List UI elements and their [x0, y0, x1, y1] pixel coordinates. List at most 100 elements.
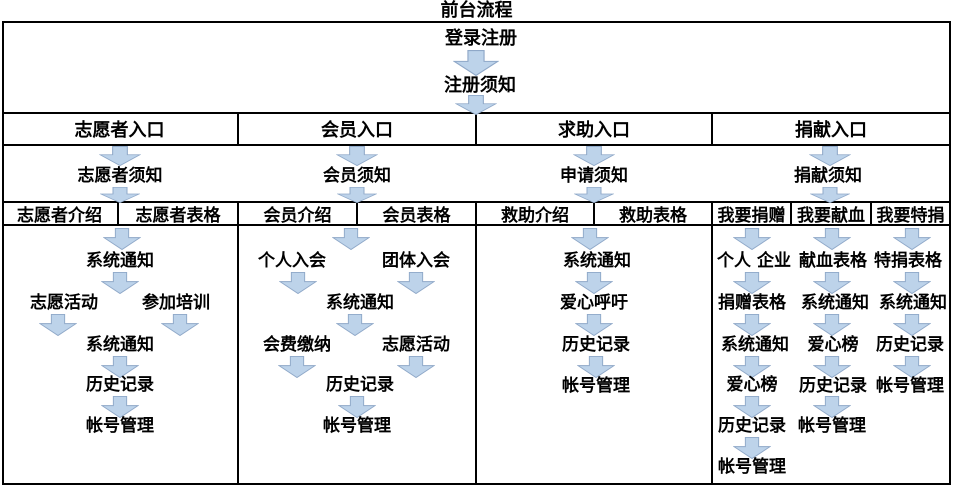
grid-line — [475, 112, 477, 146]
down-arrow-icon — [733, 437, 771, 459]
flow-node: 历史记录 — [562, 335, 630, 355]
flow-node: 系统通知 — [563, 251, 631, 271]
subheader-rescue-intro: 救助介绍 — [501, 206, 569, 226]
flow-node: 特捐表格 — [874, 251, 942, 271]
flow-node: 帐号管理 — [323, 416, 391, 436]
flow-node: 系统通知 — [879, 293, 947, 313]
flow-node: 爱心榜 — [807, 335, 859, 355]
down-arrow-icon — [39, 314, 77, 336]
grid-line — [870, 201, 872, 226]
flow-node: 系统通知 — [801, 293, 869, 313]
down-arrow-icon — [893, 356, 931, 378]
flow-node: 志愿活动 — [30, 293, 98, 313]
flow-node: 帐号管理 — [798, 416, 866, 436]
flow-node: 历史记录 — [86, 375, 154, 395]
flow-node: 捐赠表格 — [718, 293, 786, 313]
register-notice-node: 注册须知 — [444, 75, 516, 96]
notice-node-volunteer: 志愿者须知 — [77, 166, 163, 186]
flow-column-donation: 个人 企业 捐赠表格 系统通知 爱心榜 历史记录 帐号管理 献血表格 系统通知 … — [712, 225, 953, 485]
grid-line — [117, 201, 119, 226]
subheader-member-intro: 会员介绍 — [263, 206, 332, 226]
down-arrow-icon — [453, 50, 499, 76]
flow-node: 参加培训 — [142, 293, 210, 313]
notice-node-apply: 申请须知 — [560, 166, 628, 186]
down-arrow-icon — [893, 228, 931, 250]
grid-line — [593, 201, 595, 226]
down-arrow-icon — [813, 396, 851, 418]
column-header-member-entry: 会员入口 — [321, 120, 393, 141]
flow-node: 系统通知 — [326, 293, 394, 313]
flow-node: 历史记录 — [326, 375, 394, 395]
down-arrow-icon — [279, 272, 317, 294]
grid-line — [711, 112, 713, 146]
down-arrow-icon — [813, 314, 851, 336]
flow-node: 系统通知 — [86, 335, 154, 355]
down-arrow-icon — [733, 272, 771, 294]
flow-column-member: 个人入会 团体入会 系统通知 会费缴纳 志愿活动 历史记录 帐号管理 — [238, 225, 476, 485]
down-arrow-icon — [809, 146, 851, 166]
grid-line — [356, 201, 358, 226]
down-arrow-icon — [733, 396, 771, 418]
subheader-donate-special: 我要特捐 — [876, 206, 945, 226]
column-header-donation-entry: 捐献入口 — [795, 120, 867, 141]
table-border-right — [949, 21, 951, 485]
flow-node: 爱心呼吁 — [560, 293, 628, 313]
down-arrow-icon — [278, 356, 316, 378]
subheader-member-form: 会员表格 — [382, 206, 451, 226]
down-arrow-icon — [733, 228, 771, 250]
down-arrow-icon — [813, 272, 851, 294]
flow-node: 个人 企业 — [717, 251, 791, 271]
down-arrow-icon — [336, 146, 378, 166]
flow-node: 系统通知 — [86, 251, 154, 271]
subheader-volunteer-form: 志愿者表格 — [135, 206, 221, 226]
flow-node: 志愿活动 — [382, 335, 450, 355]
flow-node: 历史记录 — [799, 376, 867, 396]
down-arrow-icon — [575, 314, 613, 336]
down-arrow-icon — [101, 396, 139, 418]
flow-node: 帐号管理 — [718, 457, 786, 477]
flow-node: 团体入会 — [382, 251, 450, 271]
grid-line — [711, 201, 713, 485]
down-arrow-icon — [336, 314, 374, 336]
flow-column-volunteer: 系统通知 志愿活动 参加培训 系统通知 历史记录 帐号管理 — [0, 225, 238, 485]
down-arrow-icon — [571, 228, 609, 250]
subheader-volunteer-intro: 志愿者介绍 — [17, 206, 102, 226]
flow-node: 帐号管理 — [86, 416, 154, 436]
down-arrow-icon — [161, 314, 199, 336]
table-border-left — [2, 21, 4, 485]
grid-line — [237, 112, 239, 146]
down-arrow-icon — [103, 228, 141, 250]
subheader-donate-goods: 我要捐赠 — [717, 206, 786, 226]
subheader-rescue-form: 救助表格 — [619, 206, 687, 226]
down-arrow-icon — [101, 272, 139, 294]
flow-node: 帐号管理 — [876, 376, 944, 396]
flow-node: 个人入会 — [258, 251, 326, 271]
flow-column-help: 系统通知 爱心呼吁 历史记录 帐号管理 — [476, 225, 712, 485]
flow-node: 帐号管理 — [562, 376, 630, 396]
login-register-node: 登录注册 — [445, 28, 517, 49]
down-arrow-icon — [573, 146, 615, 166]
column-header-help-entry: 求助入口 — [558, 120, 630, 141]
grid-line — [790, 201, 792, 226]
down-arrow-icon — [893, 272, 931, 294]
down-arrow-icon — [813, 356, 851, 378]
column-header-volunteer-entry: 志愿者入口 — [74, 120, 165, 141]
subheader-donate-blood: 我要献血 — [797, 206, 865, 226]
down-arrow-icon — [99, 146, 141, 166]
flow-node: 系统通知 — [721, 335, 789, 355]
notice-node-donation: 捐献须知 — [794, 166, 862, 186]
grid-line — [237, 201, 239, 485]
down-arrow-icon — [733, 314, 771, 336]
flow-node: 历史记录 — [876, 335, 944, 355]
flow-node: 历史记录 — [718, 416, 786, 436]
grid-line — [475, 201, 477, 485]
down-arrow-icon — [397, 272, 435, 294]
page-title: 前台流程 — [440, 0, 513, 21]
down-arrow-icon — [397, 356, 435, 378]
down-arrow-icon — [332, 228, 370, 250]
flow-node: 会费缴纳 — [263, 335, 331, 355]
flow-node: 献血表格 — [799, 251, 867, 271]
down-arrow-icon — [338, 396, 376, 418]
flow-node: 爱心榜 — [726, 375, 778, 395]
